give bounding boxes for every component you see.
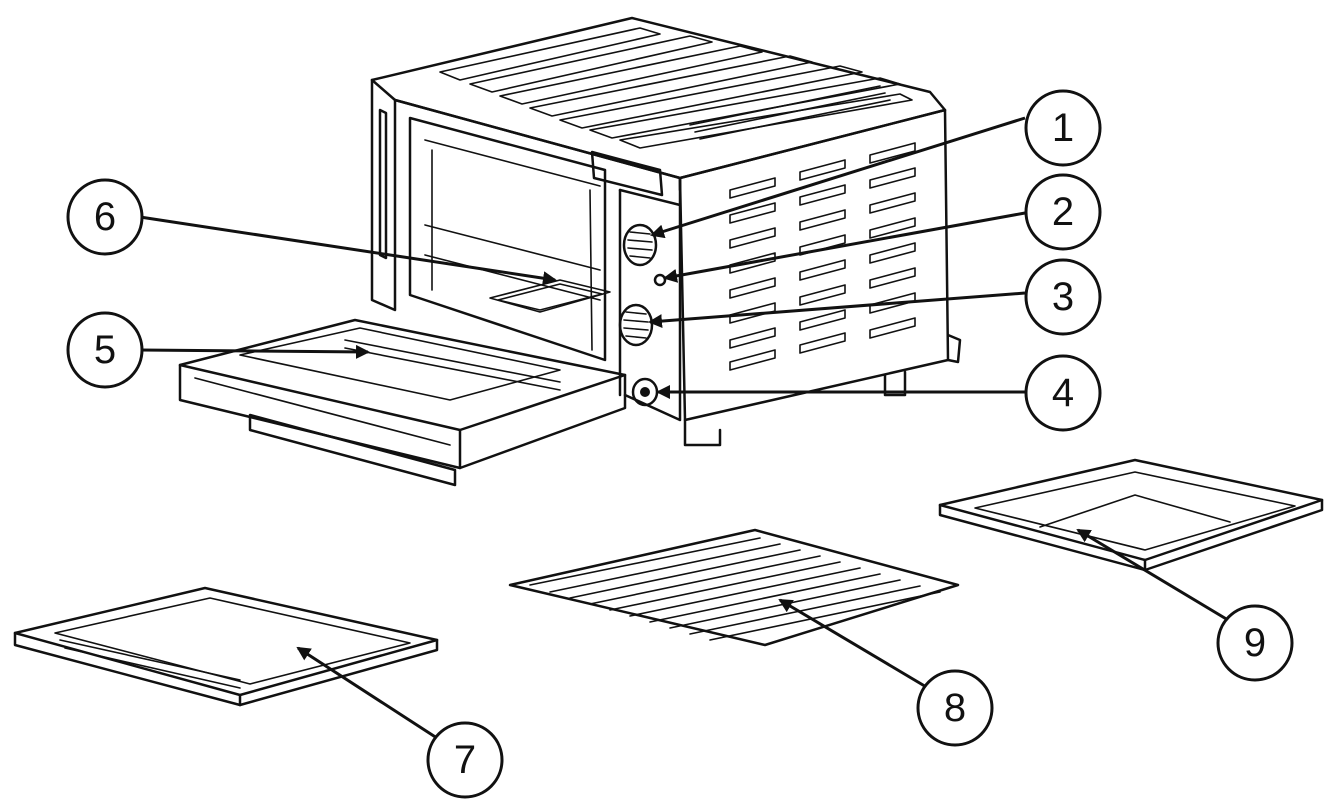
baking-pan xyxy=(938,458,1324,572)
crumb-tray xyxy=(13,586,439,707)
callout-label: 9 xyxy=(1244,621,1266,665)
callout-6: 6 xyxy=(66,178,144,256)
callout-8: 8 xyxy=(916,669,994,747)
callout-label: 1 xyxy=(1052,106,1074,150)
leader-5 xyxy=(139,344,370,359)
callout-label: 2 xyxy=(1052,190,1074,234)
callout-4: 4 xyxy=(1024,354,1102,432)
leader-3 xyxy=(648,291,1026,329)
callout-1: 1 xyxy=(1024,89,1102,167)
timer-knob[interactable] xyxy=(622,223,658,267)
leader-lines xyxy=(139,116,1229,742)
callout-3: 3 xyxy=(1024,258,1102,336)
leader-6 xyxy=(139,215,557,286)
callout-7: 7 xyxy=(426,721,504,799)
leader-9 xyxy=(1076,528,1229,622)
callout-label: 7 xyxy=(454,738,476,782)
indicator-light xyxy=(653,273,667,287)
side-vents xyxy=(729,142,916,371)
callout-label: 5 xyxy=(94,328,116,372)
callout-2: 2 xyxy=(1024,173,1102,251)
callout-label: 8 xyxy=(944,686,966,730)
leader-1 xyxy=(650,116,1026,239)
oven-door xyxy=(178,318,627,487)
oven-body xyxy=(178,16,962,487)
temperature-knob[interactable] xyxy=(618,303,654,347)
callout-label: 6 xyxy=(94,195,116,239)
callout-9: 9 xyxy=(1216,604,1294,682)
leader-8 xyxy=(778,598,929,690)
callout-label: 3 xyxy=(1052,275,1074,319)
leader-2 xyxy=(663,211,1026,283)
wire-rack xyxy=(508,528,960,647)
leader-7 xyxy=(296,646,441,742)
power-button[interactable] xyxy=(631,377,659,407)
callout-5: 5 xyxy=(66,311,144,389)
callout-label: 4 xyxy=(1052,371,1074,415)
